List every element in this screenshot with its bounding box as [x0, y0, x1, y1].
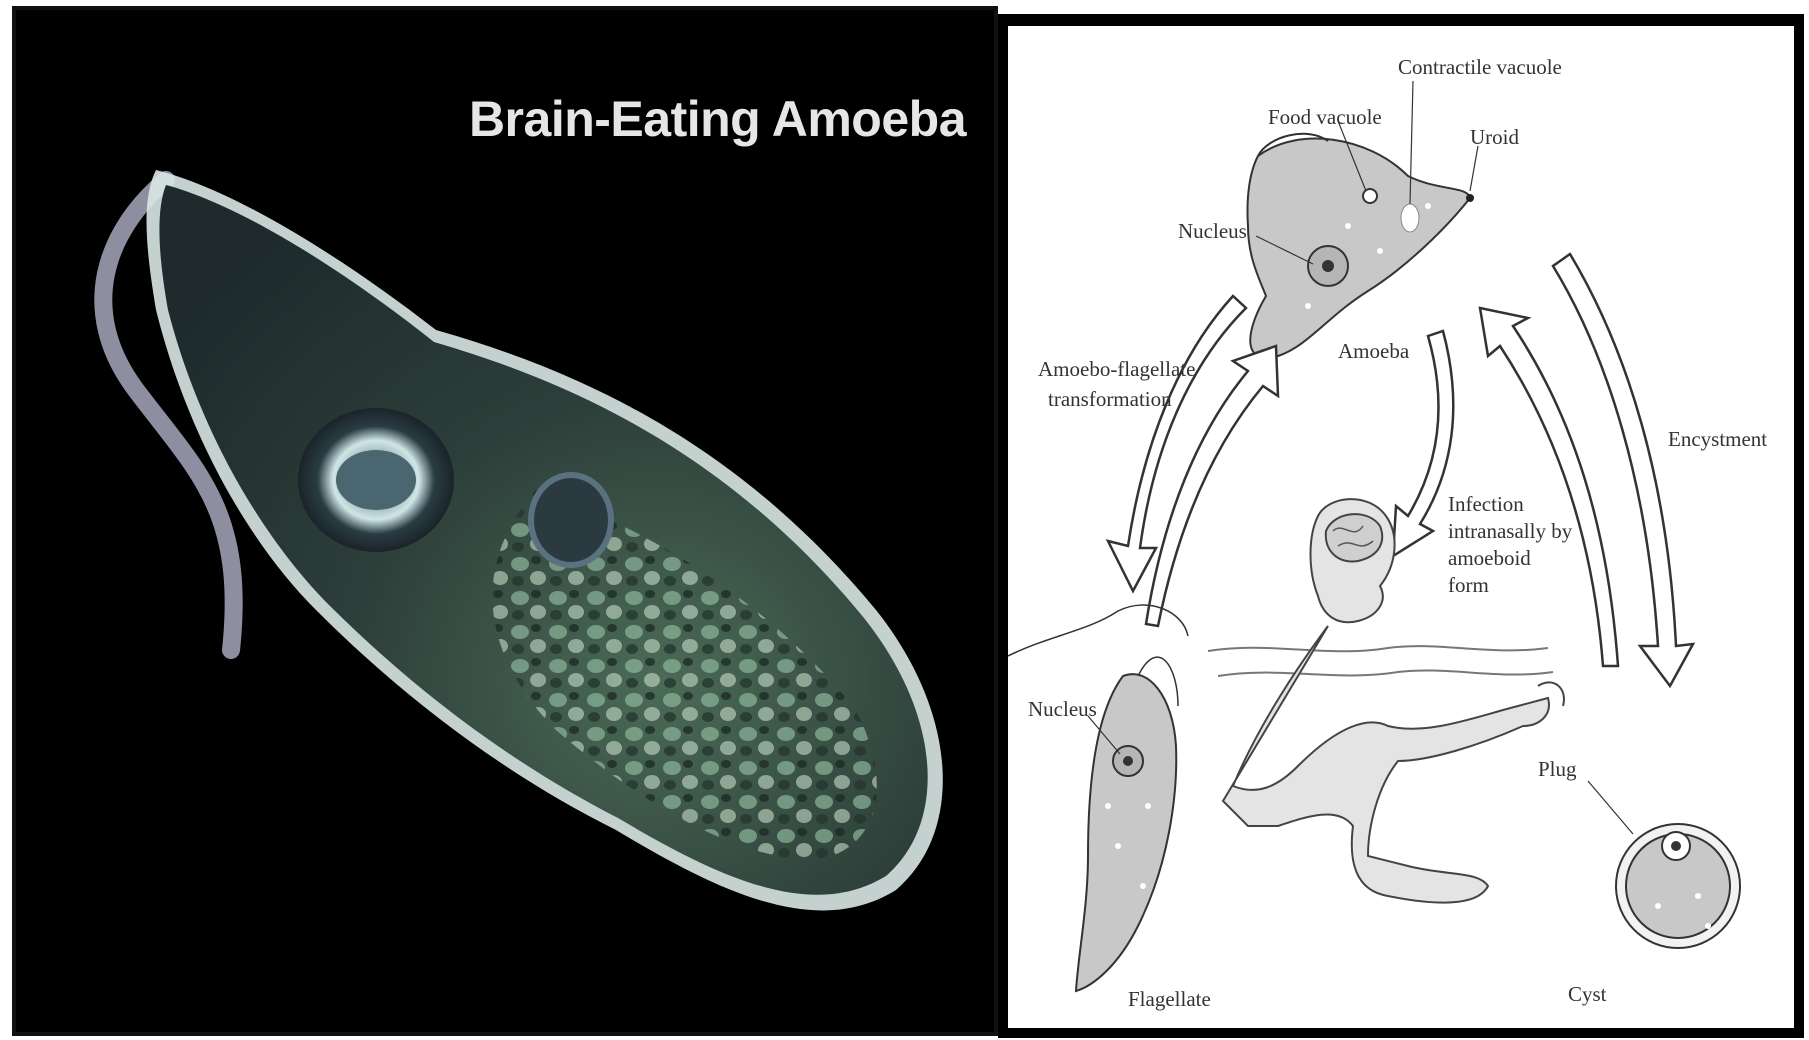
label-amoeba: Amoeba	[1338, 339, 1410, 363]
cyst-form	[1616, 824, 1740, 948]
label-infection-1: Infection	[1448, 492, 1524, 516]
label-cyst: Cyst	[1568, 982, 1607, 1006]
amoeba-form	[1247, 134, 1474, 358]
label-food-vacuole: Food vacuole	[1268, 105, 1382, 129]
label-encystment: Encystment	[1668, 427, 1767, 451]
label-infection-3: amoeboid	[1448, 546, 1531, 570]
label-transformation-2: transformation	[1048, 387, 1172, 411]
label-plug: Plug	[1538, 757, 1577, 781]
nucleus-core	[336, 450, 416, 510]
infection-arrow	[1393, 331, 1453, 556]
food-vacuole	[1363, 189, 1377, 203]
life-cycle-diagram: Contractile vacuole Food vacuole Uroid N…	[1008, 26, 1794, 1028]
label-infection-4: form	[1448, 573, 1489, 597]
contractile-vacuole-diagram	[1401, 204, 1419, 232]
amoeba-illustration	[16, 10, 998, 1036]
flagellate-form	[1008, 605, 1188, 991]
encystment-arrows	[1480, 254, 1693, 686]
brain-icon	[1326, 514, 1382, 561]
label-nucleus-amoeba: Nucleus	[1178, 219, 1247, 243]
page-title: Brain-Eating Amoeba	[16, 90, 966, 148]
label-nucleus-flagellate: Nucleus	[1028, 697, 1097, 721]
amoeba-photo-panel: Brain-Eating Amoeba	[12, 6, 998, 1036]
label-transformation-1: Amoebo-flagellate	[1038, 357, 1195, 381]
life-cycle-diagram-panel: Contractile vacuole Food vacuole Uroid N…	[998, 14, 1804, 1038]
label-flagellate: Flagellate	[1128, 987, 1211, 1011]
uroid-dot	[1466, 194, 1474, 202]
contractile-vacuole	[531, 475, 611, 565]
label-contractile-vacuole: Contractile vacuole	[1398, 55, 1562, 79]
label-infection-2: intranasally by	[1448, 519, 1573, 543]
label-uroid: Uroid	[1470, 125, 1519, 149]
